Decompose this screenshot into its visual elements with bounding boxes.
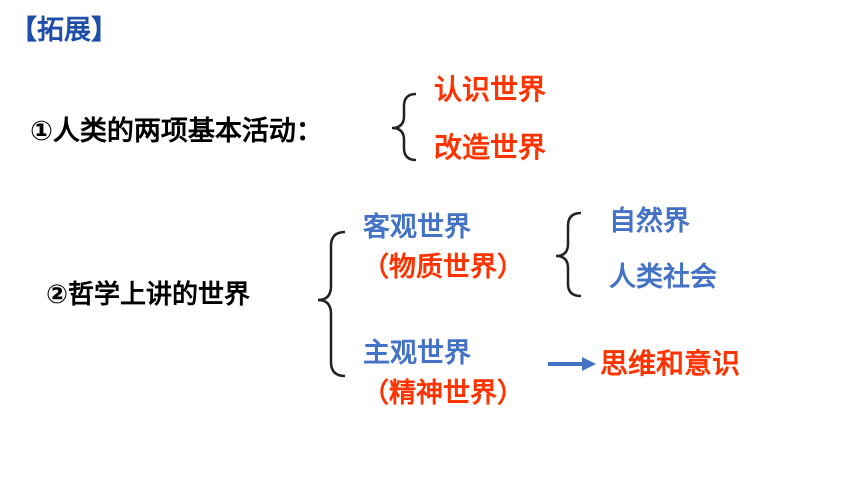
objective-world-name: 客观世界 bbox=[363, 212, 471, 243]
basic-activities-label: ①人类的两项基本活动： bbox=[30, 116, 323, 147]
branch-human-society: 人类社会 bbox=[609, 262, 717, 293]
branch-know-world: 认识世界 bbox=[434, 73, 547, 106]
brace-icon bbox=[317, 230, 346, 378]
brace-icon bbox=[391, 92, 417, 162]
branch-nature: 自然界 bbox=[609, 206, 690, 237]
right-arrow-icon bbox=[548, 357, 596, 371]
section-heading: 【拓展】 bbox=[10, 15, 118, 46]
objective-world-alias: （物质世界） bbox=[362, 252, 524, 283]
thought-consciousness: 思维和意识 bbox=[600, 347, 741, 380]
branch-transform-world: 改造世界 bbox=[434, 131, 547, 164]
brace-icon bbox=[555, 211, 582, 298]
subjective-world-alias: （精神世界） bbox=[362, 378, 524, 409]
subjective-world-name: 主观世界 bbox=[363, 338, 471, 369]
philosophy-world-label: ②哲学上讲的世界 bbox=[46, 280, 251, 310]
